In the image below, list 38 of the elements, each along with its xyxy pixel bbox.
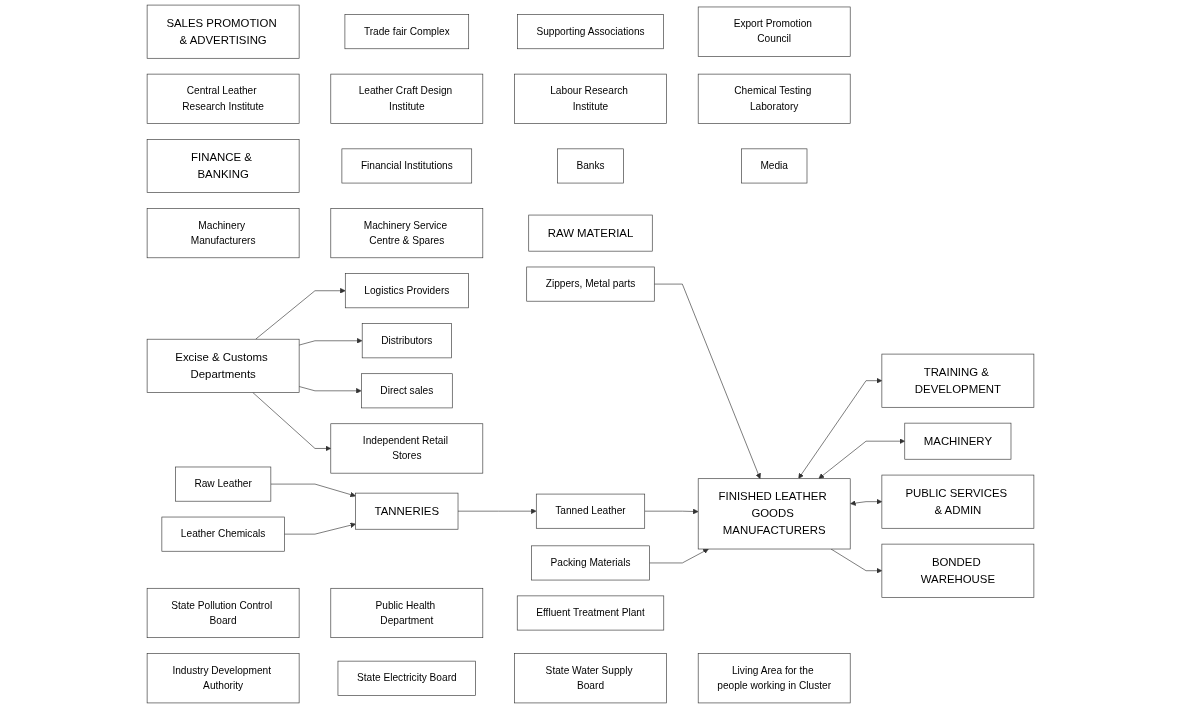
node-box: PUBLIC SERVICES & ADMIN — [881, 474, 1035, 529]
node-box: BONDED WAREHOUSE — [881, 543, 1035, 598]
node-box: Effluent Treatment Plant — [516, 595, 665, 631]
node-box: State Electricity Board — [337, 660, 476, 696]
node-box: Chemical Testing Laboratory — [697, 73, 851, 124]
node-box: Tanned Leather — [535, 493, 646, 529]
node-box: Zippers, Metal parts — [526, 266, 655, 302]
node-box: Leather Chemicals — [161, 516, 285, 552]
node-box: Public Health Department — [330, 587, 484, 638]
node-box: Raw Leather — [175, 466, 272, 502]
node-box: Independent Retail Stores — [330, 423, 484, 474]
node-box: Living Area for the people working in Cluster — [697, 653, 851, 704]
node-box: Industry Development Authority — [146, 653, 300, 704]
node-box: Labour Research Institute — [514, 73, 667, 124]
node-box: Financial Institutions — [341, 148, 473, 184]
node-box: Packing Materials — [531, 545, 650, 581]
node-box: Media — [741, 148, 808, 184]
node-box: Logistics Providers — [344, 273, 469, 309]
node-box: FINISHED LEATHER GOODS MANUFACTURERS — [697, 478, 851, 550]
node-box: RAW MATERIAL — [528, 214, 653, 252]
node-box: State Pollution Control Board — [146, 587, 300, 638]
node-box: Machinery Service Centre & Spares — [330, 208, 484, 259]
node-box: Machinery Manufacturers — [146, 208, 300, 259]
node-box: Export Promotion Council — [697, 6, 851, 57]
node-box: Trade fair Complex — [344, 14, 470, 50]
node-box: MACHINERY — [904, 422, 1012, 460]
node-box: TRAINING & DEVELOPMENT — [881, 353, 1035, 408]
node-box: Direct sales — [361, 373, 453, 409]
node-box: SALES PROMOTION & ADVERTISING — [146, 4, 300, 59]
node-box: Central Leather Research Institute — [146, 73, 300, 124]
node-box: FINANCE & BANKING — [146, 139, 300, 193]
node-box: Leather Craft Design Institute — [330, 73, 484, 124]
node-box: Banks — [557, 148, 624, 184]
node-box: State Water Supply Board — [514, 653, 667, 704]
node-box: Distributors — [361, 323, 452, 359]
node-box: Excise & Customs Departments — [146, 338, 300, 393]
node-box: TANNERIES — [355, 492, 459, 530]
node-box: Supporting Associations — [517, 14, 664, 50]
